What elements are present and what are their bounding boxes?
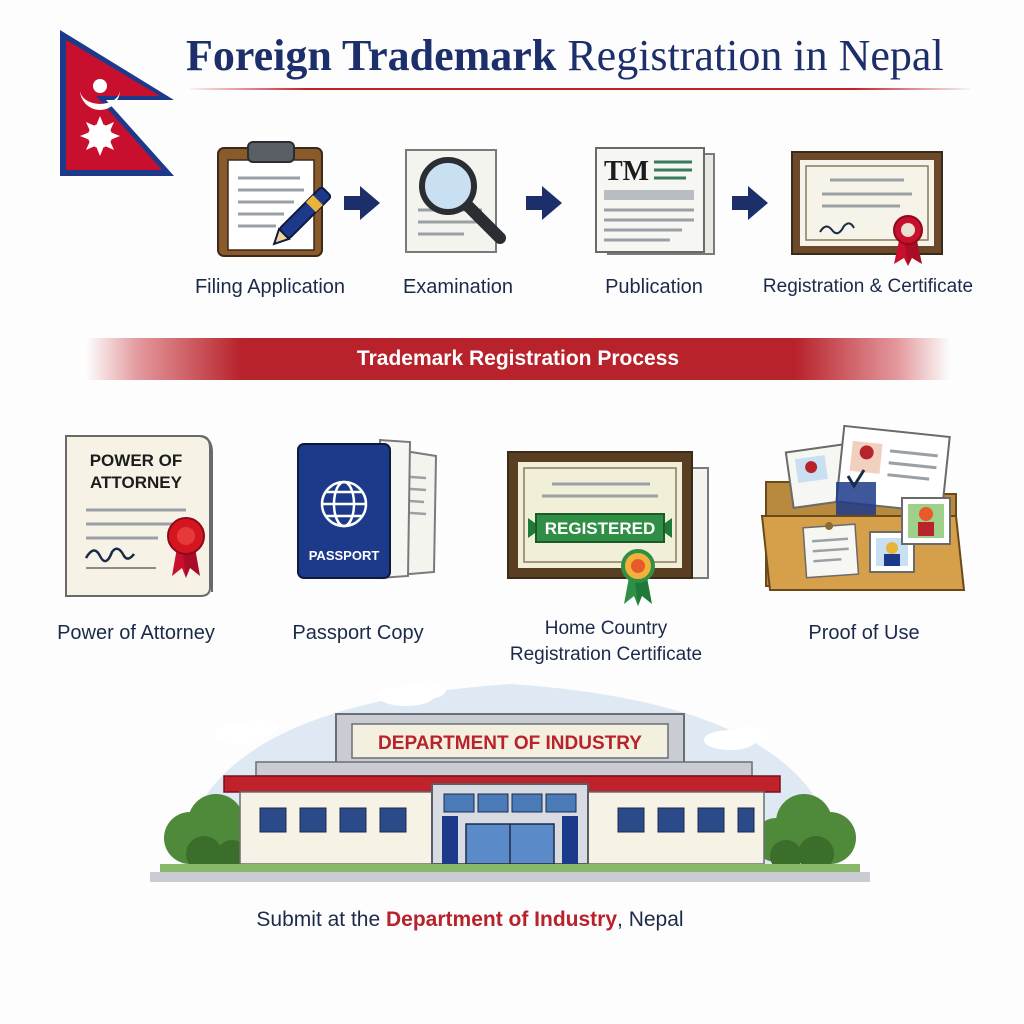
department-of-industry-building: DEPARTMENT OF INDUSTRY	[150, 681, 870, 882]
banner-title: Trademark Registration Process	[356, 347, 680, 370]
doc-label-proof-of-use: Proof of Use	[808, 622, 920, 644]
svg-text:TM: TM	[604, 156, 649, 187]
svg-text:PASSPORT: PASSPORT	[309, 548, 380, 563]
svg-text:POWER OF: POWER OF	[90, 451, 183, 470]
svg-text:REGISTERED: REGISTERED	[545, 519, 656, 538]
doc-label-line-1: Home Country	[544, 618, 668, 639]
process-banner: Trademark Registration Process	[86, 338, 950, 380]
footer-highlight: Department of Industry	[386, 908, 618, 931]
doc-label-power-of-attorney: Power of Attorney	[57, 622, 215, 644]
svg-text:DEPARTMENT OF INDUSTRY: DEPARTMENT OF INDUSTRY	[378, 733, 642, 754]
step-label-filing: Filing Application	[194, 276, 346, 298]
magnifier-document-icon	[405, 149, 506, 253]
step-label-registration: Registration & Certificate	[762, 276, 974, 297]
arrow-right-icon	[344, 186, 380, 220]
svg-text:ATTORNEY: ATTORNEY	[90, 473, 183, 492]
doc-label-home-country-certificate: Home Country Registration Certificate	[490, 616, 722, 668]
newspaper-tm-icon: TM	[595, 147, 715, 255]
doc-label-line-2: Registration Certificate	[509, 644, 703, 665]
footer-note: Submit at the Department of Industry, Ne…	[256, 908, 684, 931]
arrow-right-icon	[732, 186, 768, 220]
step-label-publication: Publication	[605, 276, 703, 298]
arrow-right-icon	[526, 186, 562, 220]
title-divider	[190, 88, 970, 90]
certificate-icon	[791, 151, 943, 266]
page-title: Foreign Trademark Registration in Nepal	[186, 31, 944, 80]
registered-certificate-icon: REGISTERED	[507, 451, 709, 606]
power-of-attorney-icon: POWER OF ATTORNEY	[65, 435, 213, 597]
folder-photos-icon	[760, 424, 966, 591]
passport-icon: PASSPORT	[297, 438, 438, 580]
doc-label-passport-copy: Passport Copy	[292, 622, 424, 644]
nepal-flag-icon	[60, 30, 174, 176]
clipboard-pen-icon	[217, 141, 332, 257]
step-label-examination: Examination	[402, 276, 514, 298]
